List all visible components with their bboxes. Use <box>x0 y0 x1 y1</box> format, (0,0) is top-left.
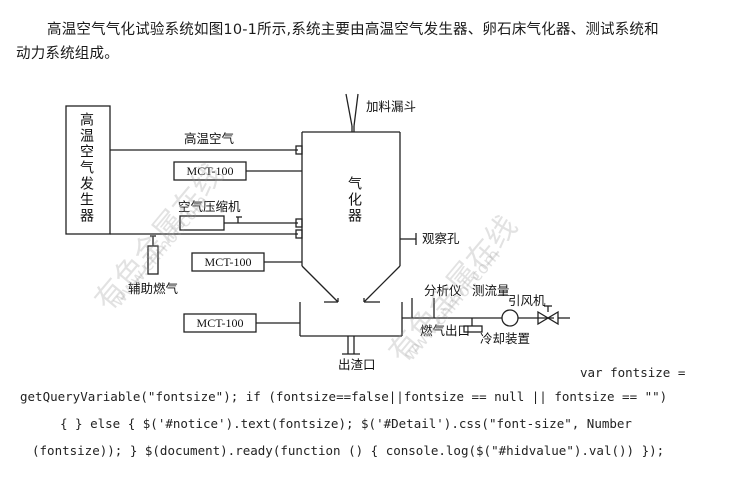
hopper-label: 加料漏斗 <box>366 99 417 114</box>
code-line-3: { } else { $('#notice').text(fontsize); … <box>60 416 632 431</box>
intro-paragraph: 高温空气气化试验系统如图10-1所示,系统主要由高温空气发生器、卵石床气化器、测… <box>16 18 716 66</box>
slag-outlet-label: 出渣口 <box>338 357 376 372</box>
generator-label: 高温空气发生器 <box>78 112 94 224</box>
aux-gas-label: 辅助燃气 <box>128 281 179 296</box>
compressor-label: 空气压缩机 <box>178 199 241 214</box>
compressor-box <box>179 215 225 231</box>
gas-outlet-label: 燃气出口 <box>420 323 471 338</box>
code-line-4: (fontsize)); } $(document).ready(functio… <box>32 443 665 458</box>
observation-hole-label: 观察孔 <box>422 231 460 246</box>
generator-box <box>65 105 111 235</box>
intro-line-2: 动力系统组成。 <box>16 46 119 62</box>
flowmeter-label: 测流量 <box>472 283 510 298</box>
code-line-1: var fontsize = <box>580 365 686 380</box>
diagram-lines <box>65 93 570 355</box>
mct-label-1: MCT-100 <box>186 164 234 178</box>
system-diagram: 高温空气发生器 高温空气 MCT-100 空气压缩机 辅助燃气 MCT-100 … <box>62 86 582 372</box>
fan-label: 引风机 <box>508 293 546 308</box>
code-line-2: getQueryVariable("fontsize"); if (fontsi… <box>20 389 668 404</box>
gasifier-label: 气化器 <box>346 176 362 224</box>
mct-label-3: MCT-100 <box>196 316 244 330</box>
intro-line-1: 高温空气气化试验系统如图10-1所示,系统主要由高温空气发生器、卵石床气化器、测… <box>47 22 659 38</box>
mct-label-2: MCT-100 <box>204 255 252 269</box>
hot-air-label: 高温空气 <box>184 131 235 146</box>
cooling-label: 冷却装置 <box>480 331 531 346</box>
analyzer-label: 分析仪 <box>424 283 462 298</box>
aux-gas-bottle <box>147 245 159 275</box>
